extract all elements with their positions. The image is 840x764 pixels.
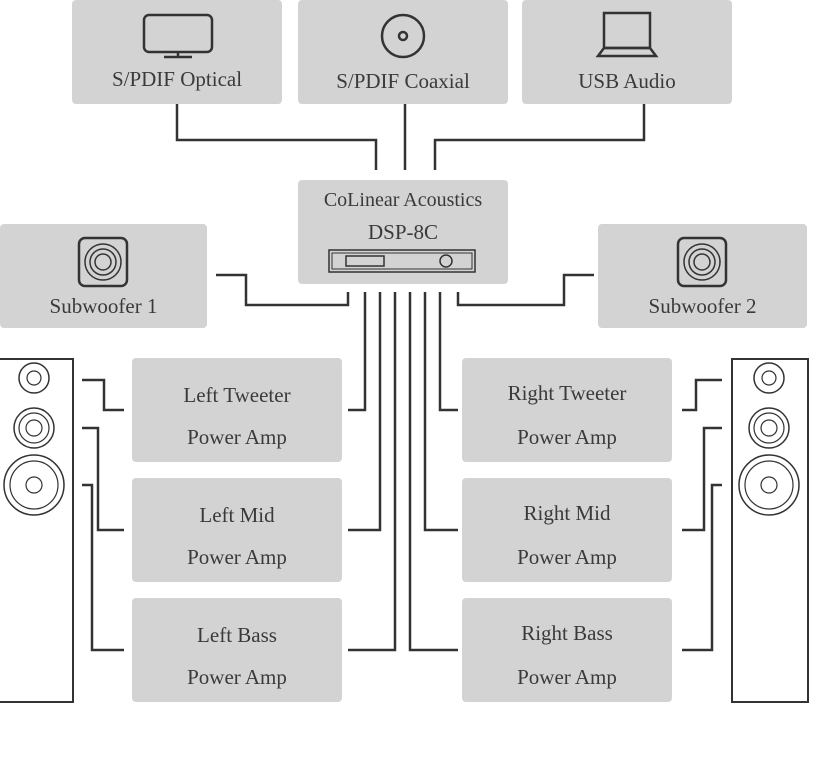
wire-dsp-to-left-mid <box>348 292 382 532</box>
amp-title: Right Mid <box>523 501 611 525</box>
wire-dsp-to-sub2 <box>456 273 594 307</box>
subwoofer-1-label: Subwoofer 1 <box>49 294 158 318</box>
amp-left-tweeter: Left Tweeter Power Amp <box>132 358 342 462</box>
amp-subtitle: Power Amp <box>187 665 287 689</box>
subwoofer-2-label: Subwoofer 2 <box>648 294 757 318</box>
wire-usb-to-dsp <box>433 104 646 170</box>
left-speaker-icon <box>0 358 74 703</box>
amp-right-tweeter: Right Tweeter Power Amp <box>462 358 672 462</box>
subwoofer-2-box: Subwoofer 2 <box>598 224 807 328</box>
subwoofer-icon <box>77 236 129 288</box>
dsp-brand-label: CoLinear Acoustics <box>323 189 483 211</box>
subwoofer-1-box: Subwoofer 1 <box>0 224 207 328</box>
wire-dsp-to-sub1 <box>216 273 350 307</box>
wire-left-mid-to-speaker <box>82 426 124 532</box>
wire-dsp-to-right-bass <box>408 292 458 652</box>
disc-icon <box>380 13 426 59</box>
amp-title: Left Tweeter <box>183 383 291 407</box>
wire-right-tweeter-to-speaker <box>682 378 722 412</box>
source-usb-label: USB Audio <box>578 69 676 93</box>
amp-right-bass: Right Bass Power Amp <box>462 598 672 702</box>
amp-subtitle: Power Amp <box>517 665 617 689</box>
amp-title: Right Bass <box>521 621 613 645</box>
wire-dsp-to-left-tweeter <box>348 292 367 412</box>
amp-title: Right Tweeter <box>507 381 627 405</box>
laptop-icon <box>595 11 659 58</box>
amp-subtitle: Power Amp <box>517 425 617 449</box>
wire-dsp-to-right-mid <box>423 292 458 532</box>
amp-subtitle: Power Amp <box>187 545 287 569</box>
wire-left-tweeter-to-speaker <box>82 378 124 412</box>
dsp-unit-box: CoLinear Acoustics DSP-8C <box>298 180 508 284</box>
amp-left-mid: Left Mid Power Amp <box>132 478 342 582</box>
wire-dsp-to-right-tweeter <box>438 292 458 412</box>
source-coaxial-label: S/PDIF Coaxial <box>336 69 470 93</box>
amp-subtitle: Power Amp <box>517 545 617 569</box>
subwoofer-icon <box>676 236 728 288</box>
right-speaker-icon <box>731 358 809 703</box>
amp-title: Left Mid <box>199 503 275 527</box>
source-optical-box: S/PDIF Optical <box>72 0 282 104</box>
wire-right-mid-to-speaker <box>682 426 722 532</box>
source-usb-box: USB Audio <box>522 0 732 104</box>
monitor-icon <box>142 13 214 59</box>
amp-left-bass: Left Bass Power Amp <box>132 598 342 702</box>
dsp-device-icon <box>328 249 476 273</box>
wire-dsp-to-left-bass <box>348 292 397 652</box>
wire-right-bass-to-speaker <box>682 483 722 652</box>
amp-title: Left Bass <box>197 623 277 647</box>
wire-optical-to-dsp <box>175 104 378 170</box>
amp-right-mid: Right Mid Power Amp <box>462 478 672 582</box>
amp-subtitle: Power Amp <box>187 425 287 449</box>
wire-left-bass-to-speaker <box>82 483 124 652</box>
source-coaxial-box: S/PDIF Coaxial <box>298 0 508 104</box>
dsp-model-label: DSP-8C <box>367 220 439 244</box>
source-optical-label: S/PDIF Optical <box>111 67 243 91</box>
